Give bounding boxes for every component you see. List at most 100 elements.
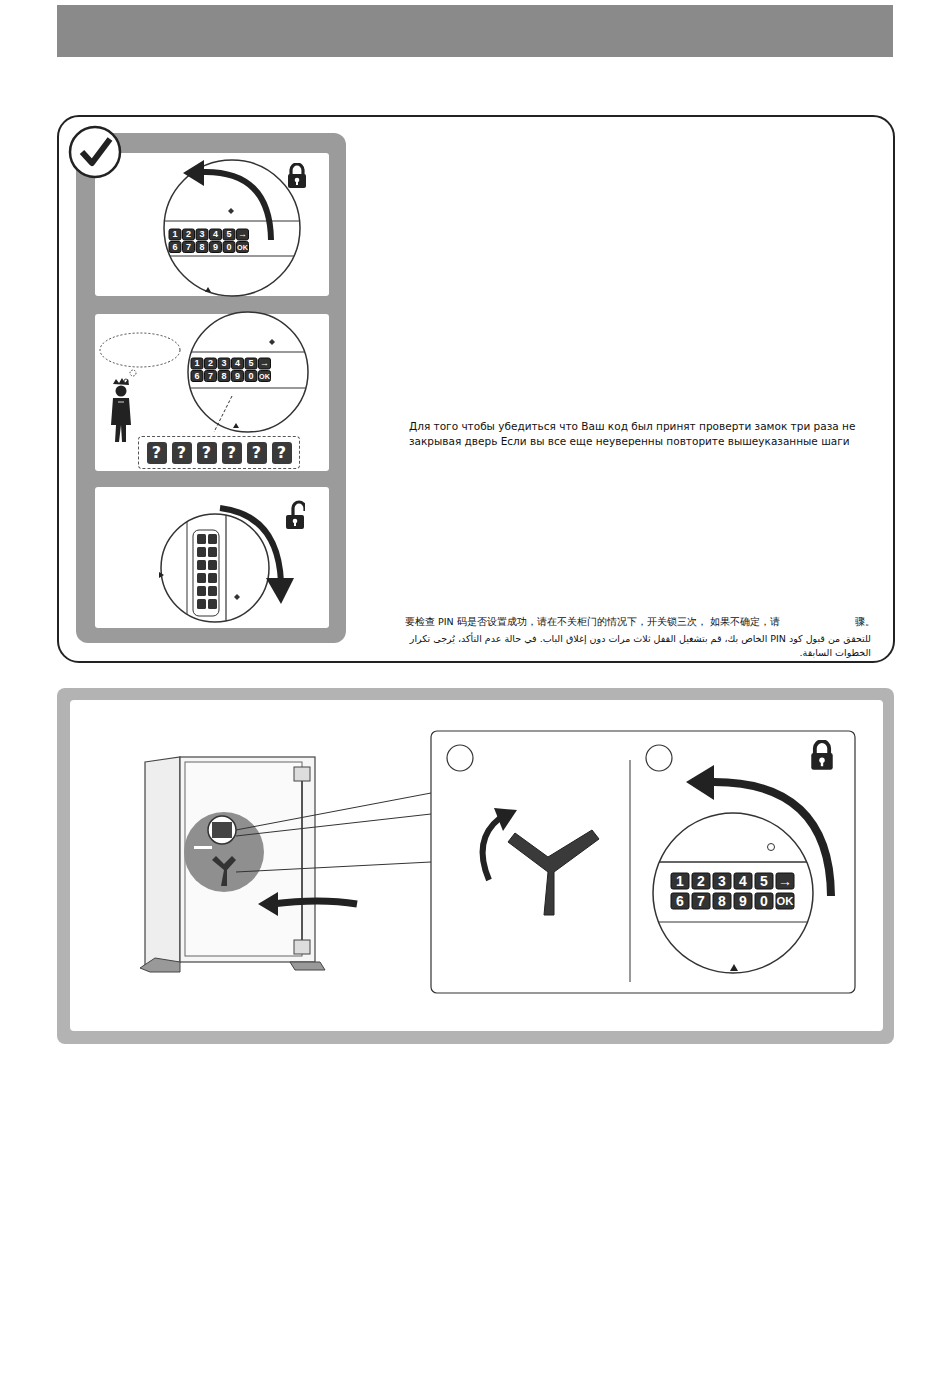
key — [223, 242, 235, 253]
key-label: 8 — [713, 893, 731, 909]
instruction-text: Для того чтобы убедиться что Ваш код был… — [409, 419, 879, 449]
key — [671, 893, 689, 909]
key — [237, 229, 249, 240]
key-label: 7 — [205, 371, 217, 382]
key-label: 2 — [183, 229, 195, 240]
key-label: 9 — [210, 242, 222, 253]
key-label: 2 — [692, 873, 710, 889]
key — [671, 873, 689, 889]
key-label: 0 — [755, 893, 773, 909]
key-label: 6 — [191, 371, 203, 382]
install-panel — [57, 688, 894, 1044]
key — [197, 586, 206, 596]
key — [776, 873, 794, 889]
key-label: → — [237, 229, 249, 240]
key — [169, 242, 181, 253]
key — [208, 586, 217, 596]
code-placeholder: ? — [172, 442, 192, 464]
key-label: 7 — [692, 893, 710, 909]
key — [755, 873, 773, 889]
key — [713, 893, 731, 909]
key — [197, 534, 206, 544]
key-label: 3 — [196, 229, 208, 240]
key-label: 3 — [713, 873, 731, 889]
code-box: ?????? — [138, 436, 300, 469]
key-label: 5 — [245, 358, 257, 369]
key-label: → — [259, 358, 271, 369]
key-label: 0 — [245, 371, 257, 382]
key — [197, 560, 206, 570]
header-bar — [57, 5, 893, 57]
key — [237, 242, 249, 253]
key-label: 2 — [205, 358, 217, 369]
key — [191, 371, 203, 382]
key — [245, 358, 257, 369]
code-placeholder: ? — [247, 442, 267, 464]
key — [210, 242, 222, 253]
code-placeholder: ? — [147, 442, 167, 464]
key — [734, 873, 752, 889]
key — [208, 534, 217, 544]
key — [196, 242, 208, 253]
key — [776, 893, 794, 909]
key — [755, 893, 773, 909]
key — [218, 358, 230, 369]
key — [208, 560, 217, 570]
key-label: 1 — [671, 873, 689, 889]
code-placeholder: ? — [197, 442, 217, 464]
key — [259, 371, 271, 382]
key-label: 4 — [210, 229, 222, 240]
key-label: 1 — [191, 358, 203, 369]
instruction-text: 要检查 PIN 码是否设置成功，请在不关柜门的情况下，开关锁三次， 如果不确定，… — [405, 615, 845, 629]
instruction-box: Для того чтобы убедиться что Ваш код был… — [57, 115, 895, 663]
key-label: 4 — [232, 358, 244, 369]
key — [223, 229, 235, 240]
instruction-text: 骤。 — [855, 615, 885, 629]
callout — [431, 731, 855, 993]
key — [208, 547, 217, 557]
key — [259, 358, 271, 369]
key-label: 5 — [755, 873, 773, 889]
step-panel — [76, 133, 346, 643]
key-label: OK — [259, 371, 271, 382]
key — [218, 371, 230, 382]
key — [210, 229, 222, 240]
keypad-lock — [150, 160, 320, 296]
key-label: 3 — [218, 358, 230, 369]
key-label: 1 — [169, 229, 181, 240]
key — [208, 599, 217, 609]
key — [197, 573, 206, 583]
instruction-text: للتحقق من قبول كود PIN الخاص بك، قم بتشغ… — [405, 632, 871, 660]
key — [692, 893, 710, 909]
key — [205, 358, 217, 369]
key — [197, 599, 206, 609]
key — [232, 371, 244, 382]
key-label: 9 — [734, 893, 752, 909]
person — [111, 378, 131, 442]
check-icon — [70, 127, 120, 177]
key — [183, 229, 195, 240]
key — [208, 573, 217, 583]
key-label: 0 — [223, 242, 235, 253]
code-placeholder: ? — [272, 442, 292, 464]
keypad-enter — [100, 312, 320, 442]
key — [197, 547, 206, 557]
key-label: OK — [776, 893, 794, 909]
key-label: 7 — [183, 242, 195, 253]
key-label: 5 — [223, 229, 235, 240]
keypad-open — [159, 502, 305, 630]
key — [169, 229, 181, 240]
key-label: 8 — [196, 242, 208, 253]
safe — [140, 757, 431, 972]
key-label: OK — [237, 242, 249, 253]
key — [692, 873, 710, 889]
key-label: 6 — [169, 242, 181, 253]
key — [245, 371, 257, 382]
key-label: 8 — [218, 371, 230, 382]
key — [183, 242, 195, 253]
key-label: 9 — [232, 371, 244, 382]
key-label: 6 — [671, 893, 689, 909]
key — [196, 229, 208, 240]
key-label: 4 — [734, 873, 752, 889]
